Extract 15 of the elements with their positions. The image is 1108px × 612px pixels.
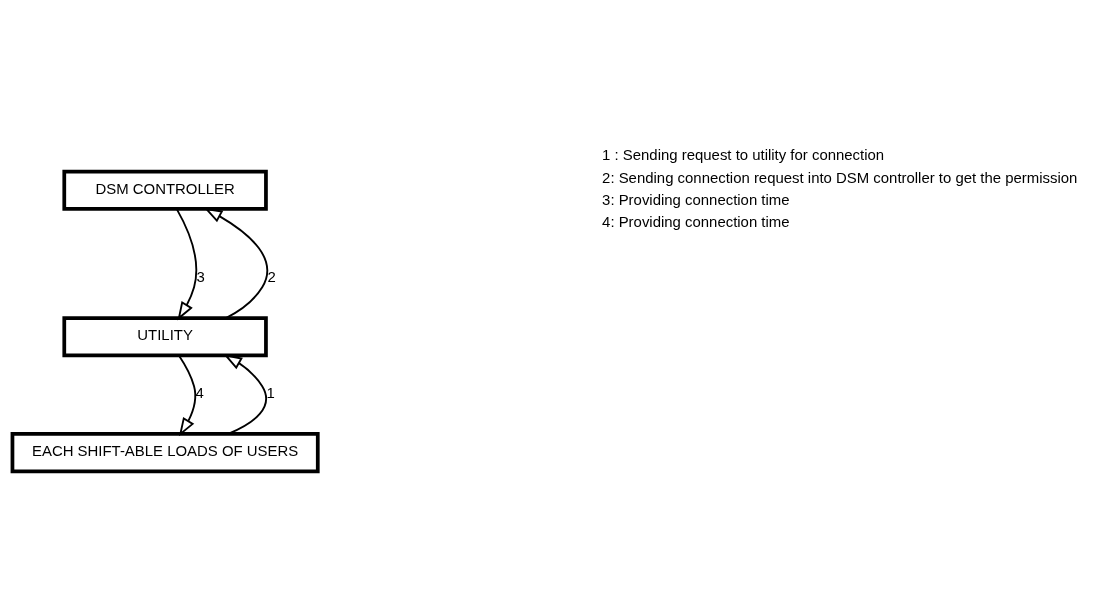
label: 4: Providing connection time [602,213,790,231]
arrow [223,354,267,435]
node-box: UTILITY [62,316,268,358]
arrow [175,208,198,321]
edge-label: 2 [267,268,276,286]
label: 2: Sending connection request into DSM controller to get the permission [602,168,1078,186]
edge-label: 3 [196,268,205,286]
label: 3: Providing connection time [602,190,790,208]
edge-label: 1 [266,384,275,402]
node-box: EACH SHIFT-ABLE LOADS OF USERS [10,432,320,474]
arrow [203,207,269,319]
arrow [177,354,197,437]
label: 1 : Sending request to utility for connection [602,146,885,164]
node-box: DSM CONTROLLER [62,169,268,211]
edge-label: 4 [195,384,204,402]
